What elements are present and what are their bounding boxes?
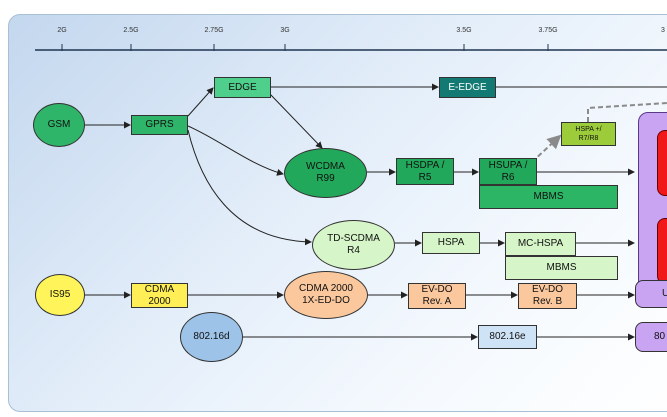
arrow-gprs-wcdma xyxy=(187,125,284,176)
hsdpa-label-line1: HSDPA / xyxy=(405,159,445,171)
cdma2000-1x-label-line2: 1X-ED-DO xyxy=(302,295,350,306)
tick-label-2-5g: 2.5G xyxy=(123,27,139,34)
tick-label-3g: 3G xyxy=(280,27,290,34)
wimax-16e-label: 802.16e xyxy=(489,331,526,342)
umb-label-partial: U xyxy=(662,288,667,299)
mbms-node-2: MBMS xyxy=(505,256,618,280)
e-edge-label: E-EDGE xyxy=(448,81,487,93)
ev-do-a-label-line1: EV-DO xyxy=(421,284,453,295)
gsm-label: GSM xyxy=(47,119,71,130)
td-scdma-r4-node: TD-SCDMA R4 xyxy=(312,220,395,270)
arrow-hspaplus-next xyxy=(587,102,667,122)
hsupa-r6-node: HSUPA / R6 xyxy=(479,158,537,185)
arrow-edge-wcdma xyxy=(269,93,323,149)
cdma2000-label-line2: 2000 xyxy=(148,295,171,307)
wimax-16d-label: 802.16d xyxy=(193,331,230,342)
gsm-node: GSM xyxy=(33,103,85,147)
hspa-plus-label-line1: HSPA +/ xyxy=(575,126,602,133)
hspa-plus-node: HSPA +/ R7/R8 xyxy=(561,122,616,146)
red-block-bottom xyxy=(657,218,667,284)
mc-hspa-node: MC-HSPA xyxy=(505,232,576,256)
arrow-hsupa-hspaplus xyxy=(531,134,562,163)
is95-node: IS95 xyxy=(35,274,85,316)
mbms-node-1: MBMS xyxy=(479,185,618,209)
wcdma-r99-node: WCDMA R99 xyxy=(284,148,367,198)
cdma2000-1x-ed-do-node: CDMA 2000 1X-ED-DO xyxy=(284,271,368,319)
arrow-gprs-edge xyxy=(187,87,214,117)
tick-label-partial: 3 xyxy=(661,27,665,34)
tick-label-2-75g: 2.75G xyxy=(204,27,224,34)
red-block-top xyxy=(657,130,667,196)
ev-do-b-label-line1: EV-DO xyxy=(531,284,564,295)
hsdpa-r5-node: HSDPA / R5 xyxy=(396,158,454,185)
e-edge-node: E-EDGE xyxy=(439,77,496,98)
ev-do-b-label-line2: Rev. B xyxy=(532,296,563,307)
wcdma-label-line1: WCDMA xyxy=(306,161,345,172)
ev-do-a-label-line2: Rev. A xyxy=(422,296,452,307)
td-scdma-label-line2: R4 xyxy=(347,245,360,256)
tick-label-2g: 2G xyxy=(57,27,67,34)
wimax-802-16d-node: 802.16d xyxy=(180,312,243,362)
ev-do-rev-b-node: EV-DO Rev. B xyxy=(518,283,577,309)
td-scdma-label-line1: TD-SCDMA xyxy=(327,233,380,244)
wimax-802-16e-node: 802.16e xyxy=(478,325,537,349)
tick-label-3-75g: 3.75G xyxy=(538,27,558,34)
edge-label: EDGE xyxy=(228,81,257,93)
gprs-node: GPRS xyxy=(131,115,188,135)
hspa-label: HSPA xyxy=(437,237,465,248)
hsupa-label-line1: HSUPA / xyxy=(488,159,528,171)
arrow-gprs-tdscdma xyxy=(187,129,312,246)
cdma2000-node: CDMA 2000 xyxy=(131,283,188,308)
ev-do-rev-a-node: EV-DO Rev. A xyxy=(408,283,466,309)
diagram-background-panel xyxy=(8,14,667,412)
hsupa-label-line2: R6 xyxy=(501,171,515,183)
mbms-1-label: MBMS xyxy=(533,191,564,202)
hspa-plus-label-line2: R7/R8 xyxy=(578,135,599,142)
wcdma-label-line2: R99 xyxy=(316,173,335,184)
mbms-2-label: MBMS xyxy=(546,262,577,273)
tick-label-3-5g: 3.5G xyxy=(456,27,472,34)
umb-node-partial: U xyxy=(635,280,667,308)
cdma2000-1x-label-line1: CDMA 2000 xyxy=(299,283,353,294)
wimax-next-label-partial: 80 xyxy=(654,331,666,342)
hspa-node: HSPA xyxy=(422,232,480,254)
edge-node: EDGE xyxy=(214,77,271,98)
mc-hspa-label: MC-HSPA xyxy=(517,238,564,249)
hsdpa-label-line2: R5 xyxy=(418,171,432,183)
is95-label: IS95 xyxy=(49,289,71,300)
gprs-label: GPRS xyxy=(145,119,174,130)
cdma2000-label-line1: CDMA xyxy=(144,283,175,295)
wimax-next-node-partial: 80 xyxy=(635,322,667,352)
